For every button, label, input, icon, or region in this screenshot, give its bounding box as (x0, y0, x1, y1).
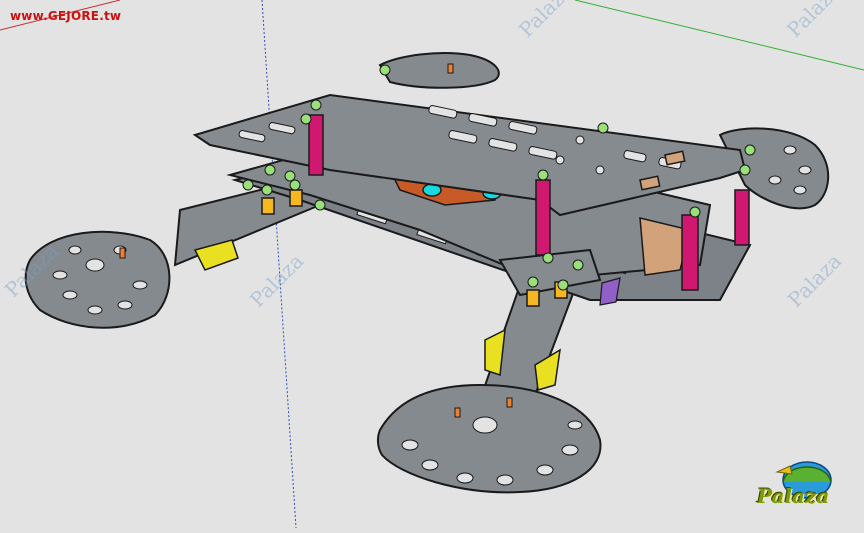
top-plate-slots (238, 105, 682, 175)
site-label: www.GEJORE.tw (10, 9, 122, 23)
camera-bracket (639, 150, 691, 276)
screw-heads (242, 64, 756, 291)
battery-strap (599, 277, 621, 306)
palaza-logo-icon (775, 461, 832, 499)
rear-motor-mount (378, 52, 500, 89)
left-arm (24, 178, 322, 329)
front-arm (376, 273, 602, 494)
motor-mount-details (119, 63, 513, 418)
blue-axis-line (261, 0, 297, 529)
logo-text: Palaza (757, 484, 830, 508)
red-axis-line (0, 0, 121, 31)
top-plate (192, 93, 747, 217)
green-axis-line (574, 0, 864, 71)
standoffs (308, 114, 750, 291)
motor-mount-clips (193, 239, 561, 391)
